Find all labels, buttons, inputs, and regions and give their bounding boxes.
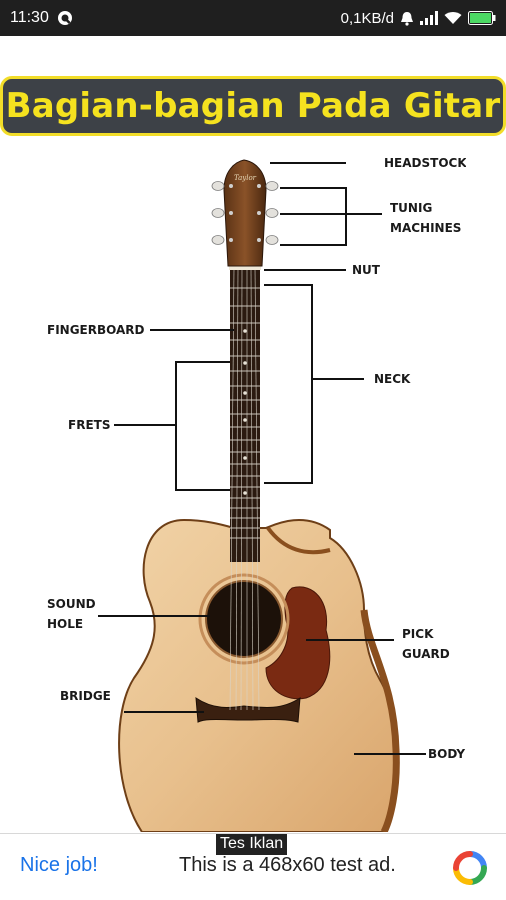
battery-icon	[468, 11, 496, 25]
label-nut: NUT	[352, 263, 381, 277]
label-headstock: HEADSTOCK	[384, 156, 466, 170]
label-sound-line2: HOLE	[47, 617, 83, 631]
svg-text:Taylor: Taylor	[234, 174, 257, 182]
page-title: Bagian-bagian Pada Gitar	[5, 86, 501, 126]
guitar-diagram-svg: Taylor	[47, 156, 466, 832]
ad-logo-icon[interactable]	[452, 850, 488, 886]
label-neck: NECK	[374, 372, 411, 386]
wifi-icon	[444, 11, 462, 25]
ad-banner[interactable]: Tes Iklan Nice job! This is a 468x60 tes…	[0, 833, 506, 900]
label-fingerboard: FINGERBOARD	[47, 323, 145, 337]
guitar-body	[118, 518, 400, 832]
bridge-shape	[195, 697, 301, 723]
signal-icon	[420, 11, 438, 25]
ad-text[interactable]: This is a 468x60 test ad.	[179, 854, 396, 876]
label-bridge: BRIDGE	[60, 689, 111, 703]
guitar-diagram: Taylor	[34, 150, 466, 832]
leader-lines	[98, 162, 426, 755]
header: Bagian-bagian Pada Gitar	[0, 76, 506, 136]
label-tuning-line1: TUNIG	[390, 201, 432, 215]
guitar-neck	[229, 266, 261, 711]
label-pick-line2: GUARD	[402, 647, 450, 661]
alarm-icon	[400, 10, 414, 26]
label-body: BODY	[428, 747, 465, 761]
q-app-icon	[57, 10, 73, 26]
ad-badge: Tes Iklan	[216, 834, 288, 855]
sound-hole-shape	[198, 573, 290, 665]
label-pick-line1: PICK	[402, 627, 434, 641]
label-sound-line1: SOUND	[47, 597, 96, 611]
status-bar: 11:30 0,1KB/d	[0, 0, 506, 36]
label-tuning-line2: MACHINES	[390, 221, 461, 235]
ad-cta-link[interactable]: Nice job!	[20, 854, 98, 876]
status-time: 11:30	[10, 9, 49, 26]
guitar-headstock: Taylor	[211, 159, 279, 267]
pickguard-shape	[265, 586, 331, 700]
label-frets: FRETS	[68, 418, 110, 432]
title-banner: Bagian-bagian Pada Gitar	[0, 76, 506, 136]
network-speed: 0,1KB/d	[340, 9, 394, 27]
